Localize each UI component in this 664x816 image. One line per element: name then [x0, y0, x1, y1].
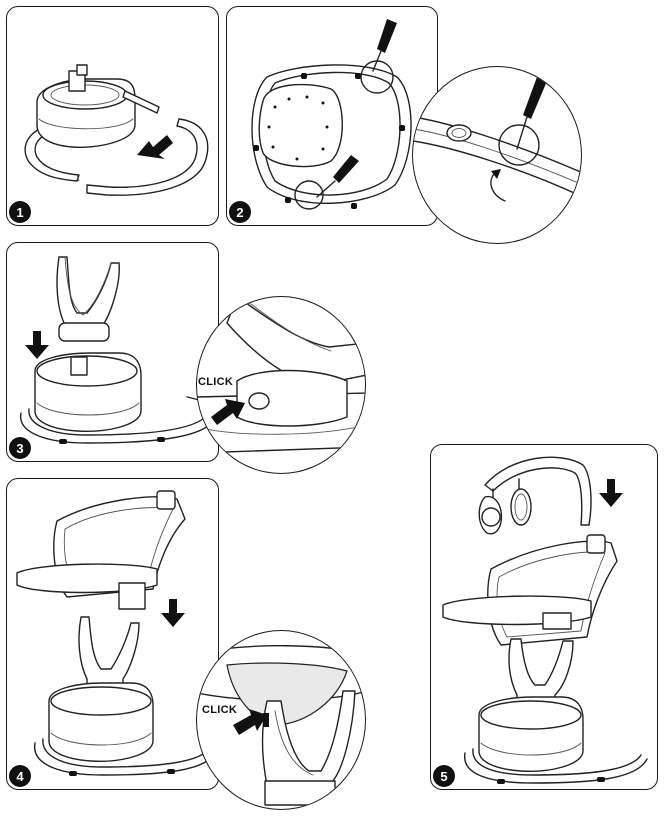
step-3-panel: 3 [6, 242, 219, 462]
step-number-badge: 5 [433, 765, 455, 787]
step-1-panel: 1 [6, 6, 219, 226]
rotate-arrow-icon [490, 172, 506, 202]
screwdriver-icon [516, 77, 547, 150]
step-number-badge: 4 [9, 765, 31, 787]
step-5-panel: 5 [430, 444, 658, 790]
step-4-panel: 4 [6, 478, 219, 790]
step-number-badge: 3 [9, 437, 31, 459]
step-number-badge: 2 [229, 201, 251, 223]
click-callout-label: CLICK [202, 704, 238, 716]
step-4-detail-zoom [196, 630, 366, 810]
direction-arrow-icon [25, 331, 49, 359]
direction-arrow-icon [599, 479, 623, 507]
step-3-detail-zoom [196, 296, 366, 474]
direction-arrow-icon [137, 135, 173, 159]
toy-bar-attach-illustration [442, 456, 648, 784]
direction-arrow-icon [233, 709, 267, 735]
step-number-badge: 1 [9, 201, 31, 223]
direction-arrow-icon [161, 599, 185, 627]
step-2-panel: 2 [226, 6, 438, 226]
seat-click-detail-illustration [197, 645, 365, 806]
click-callout-label: CLICK [198, 376, 234, 388]
seat-attach-illustration [16, 490, 218, 776]
leg-frame-screw-illustration [251, 19, 412, 210]
base-with-leg-arc-illustration [24, 64, 209, 196]
screw-detail-illustration [413, 77, 581, 202]
click-latch-detail-illustration [197, 297, 365, 454]
direction-arrow-icon [211, 399, 245, 425]
step-2-detail-zoom [412, 66, 582, 244]
screwdriver-icon [372, 19, 397, 72]
screwdriver-icon [316, 155, 359, 198]
seat-support-to-base-illustration [20, 256, 218, 444]
